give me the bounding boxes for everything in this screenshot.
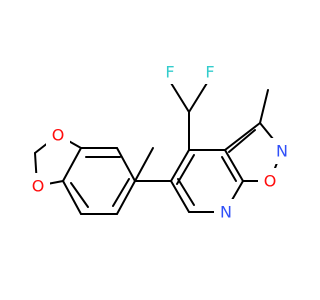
atom-label-oxygen: O: [32, 177, 45, 196]
bond: [134, 147, 154, 182]
bond-layer: [34, 82, 283, 215]
bond: [116, 180, 136, 215]
atom-label-oxygen: O: [52, 126, 65, 145]
bond: [188, 82, 208, 113]
atom-label-fluorine: F: [165, 63, 174, 82]
molecule-structure-diagram: F F N O N O O: [26, 58, 294, 225]
bond: [177, 178, 195, 206]
atom-label-fluorine: F: [205, 63, 214, 82]
bond: [176, 154, 195, 185]
bond: [62, 180, 82, 215]
bond: [224, 149, 244, 182]
bond: [224, 122, 261, 151]
bond: [170, 149, 190, 182]
bond: [259, 89, 269, 124]
atom-label-layer: F F N O N O O: [26, 58, 294, 225]
bond: [116, 147, 136, 182]
bond: [228, 129, 256, 153]
atom-label-nitrogen: N: [220, 203, 232, 222]
bond: [70, 182, 89, 208]
bond: [112, 178, 130, 207]
bond: [62, 147, 82, 182]
bond: [221, 156, 237, 182]
bond: [170, 180, 190, 213]
atom-label-nitrogen: N: [276, 142, 288, 161]
bond: [170, 82, 190, 113]
atom-label-oxygen: O: [264, 172, 277, 191]
